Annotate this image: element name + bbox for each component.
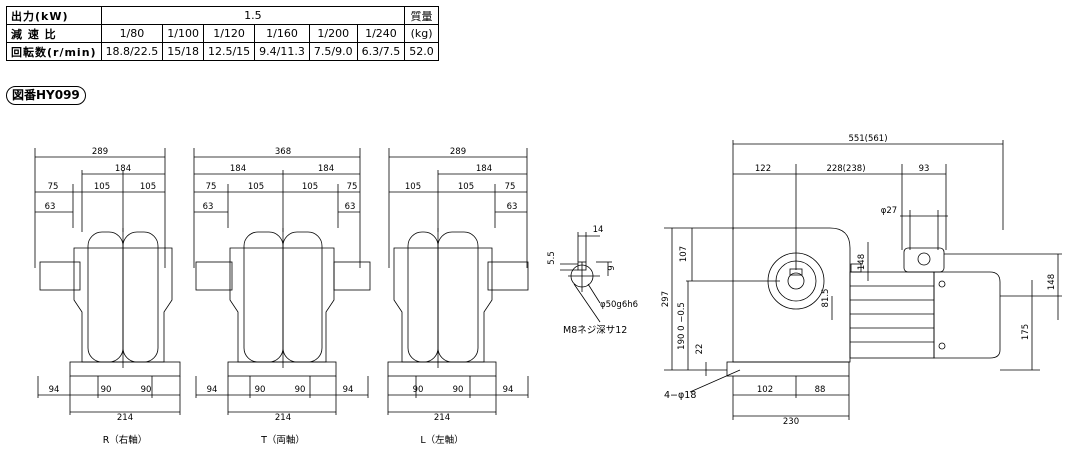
ratio-cell: 1/80: [100, 24, 164, 43]
speed-cell: 12.5/15: [202, 42, 256, 61]
tap-note-label: M8ネジ深サ12: [563, 325, 627, 336]
dim-label: 90: [453, 385, 464, 395]
dim-label: 94: [343, 385, 354, 395]
view-r-gearbox-drawing: [34, 148, 181, 415]
shaft-detail-drawing: [560, 232, 612, 323]
mass-value: 52.0: [404, 42, 439, 61]
view-t-gearbox-drawing: [193, 148, 371, 415]
speed-cell: 7.5/9.0: [308, 42, 358, 61]
dim-label: 122: [755, 164, 771, 174]
dim-label: 105: [458, 182, 474, 192]
dim-label: 551(561): [848, 134, 887, 144]
dim-label: 94: [49, 385, 60, 395]
view-t-caption: T（両軸）: [260, 434, 305, 446]
dim-label: 105: [248, 182, 264, 192]
hole-note-label: 4−φ18: [664, 390, 696, 401]
dim-label: 75: [206, 182, 217, 192]
dim-label: 93: [919, 164, 930, 174]
drawing-number-badge: 図番HY099: [6, 86, 86, 105]
dim-label: 105: [302, 182, 318, 192]
dim-label: 105: [405, 182, 421, 192]
dim-label: φ27: [881, 206, 897, 216]
dim-label: 75: [48, 182, 59, 192]
dim-label: 190 0 −0.5: [677, 302, 687, 350]
dim-label: 102: [757, 385, 773, 395]
dim-label: 214: [117, 413, 133, 423]
dim-label: 9: [607, 265, 617, 270]
dim-label: 75: [505, 182, 516, 192]
dim-label: 148: [857, 254, 867, 270]
dim-label: 230: [783, 417, 799, 427]
dim-label: 90: [255, 385, 266, 395]
view-r-caption: R（右軸）: [103, 434, 148, 446]
dim-label: 368: [275, 147, 291, 157]
dim-label: 63: [345, 202, 356, 212]
dim-label: 107: [679, 246, 689, 262]
spec-table: 出力(kW) 1.5 質量 減 速 比 1/80 1/100 1/120 1/1…: [6, 6, 439, 61]
dim-label: 94: [207, 385, 218, 395]
dim-label: 184: [230, 164, 246, 174]
view-l-gearbox-drawing: [387, 148, 529, 415]
dim-label: 22: [695, 344, 705, 355]
dim-label: 63: [203, 202, 214, 212]
dim-label: 148: [1047, 274, 1057, 290]
dim-label: 297: [661, 291, 671, 307]
dim-label: 184: [476, 164, 492, 174]
dim-label: 289: [92, 147, 108, 157]
dim-label: 184: [318, 164, 334, 174]
dim-label: 175: [1021, 324, 1031, 340]
dim-label: 105: [94, 182, 110, 192]
dim-label: 214: [434, 413, 450, 423]
dim-label: 105: [140, 182, 156, 192]
dim-label: 81.5: [821, 289, 831, 308]
ratio-cell: 1/200: [308, 24, 358, 43]
speed-cell: 6.3/7.5: [356, 42, 406, 61]
dim-label: 228(238): [826, 164, 865, 174]
dim-label: 90: [295, 385, 306, 395]
view-l-caption: L（左軸）: [420, 434, 463, 446]
speed-label: 回転数(r/min): [6, 42, 102, 61]
dim-label: 63: [507, 202, 518, 212]
speed-cell: 9.4/11.3: [254, 42, 310, 61]
dim-label: 14: [593, 225, 604, 235]
dim-label: 5.5: [547, 251, 557, 265]
side-view-drawing: [664, 140, 1062, 420]
ratio-cell: 1/100: [162, 24, 204, 43]
shaft-diameter-label: φ50g6h6: [600, 300, 638, 310]
dim-label: 90: [101, 385, 112, 395]
dim-label: 94: [503, 385, 514, 395]
dim-label: 184: [115, 164, 131, 174]
dim-label: 88: [815, 385, 826, 395]
dim-label: 289: [450, 147, 466, 157]
dim-label: 90: [413, 385, 424, 395]
dim-label: 214: [275, 413, 291, 423]
dim-label: 90: [141, 385, 152, 395]
dim-label: 75: [347, 182, 358, 192]
speed-cell: 18.8/22.5: [100, 42, 164, 61]
dim-label: 63: [45, 202, 56, 212]
ratio-cell: 1/240: [356, 24, 406, 43]
